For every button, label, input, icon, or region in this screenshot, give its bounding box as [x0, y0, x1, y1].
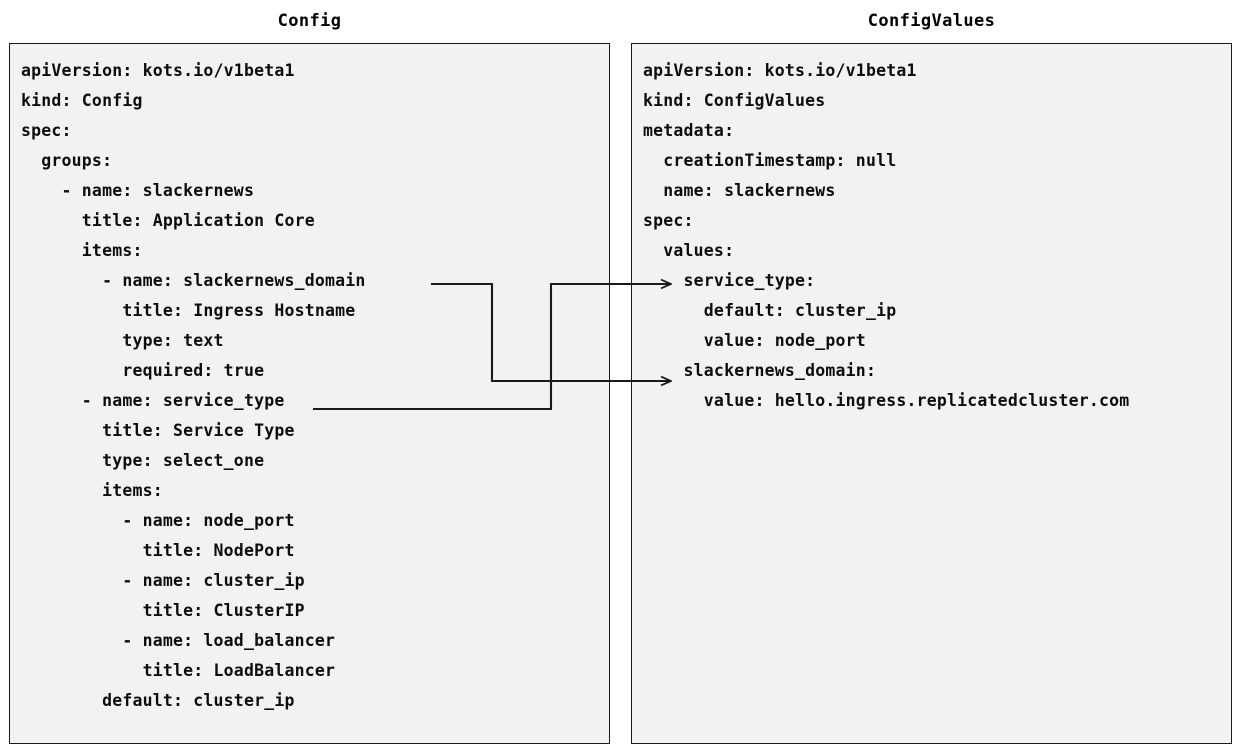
configvalues-line-4: name: slackernews — [643, 181, 836, 200]
config-line-7: - name: slackernews_domain — [21, 271, 366, 290]
config-yaml-panel: apiVersion: kots.io/v1beta1 kind: Config s… — [9, 43, 610, 744]
config-line-10: required: true — [21, 361, 265, 380]
config-line-15: - name: node_port — [21, 511, 295, 530]
config-line-16: title: NodePort — [21, 541, 295, 560]
config-line-9: type: text — [21, 331, 224, 350]
config-line-6: items: — [21, 241, 143, 260]
config-line-21: default: cluster_ip — [21, 691, 295, 710]
config-line-13: type: select_one — [21, 451, 265, 470]
configvalues-line-11: value: hello.ingress.replicatedcluster.c… — [643, 391, 1130, 410]
config-line-0: apiVersion: kots.io/v1beta1 — [21, 61, 295, 80]
config-line-2: spec: — [21, 121, 72, 140]
configvalues-line-9: value: node_port — [643, 331, 866, 350]
configvalues-line-1: kind: ConfigValues — [643, 91, 826, 110]
panel-title-configvalues: ConfigValues — [867, 11, 996, 31]
config-line-12: title: Service Type — [21, 421, 295, 440]
configvalues-line-5: spec: — [643, 211, 694, 230]
config-line-20: title: LoadBalancer — [21, 661, 336, 680]
configvalues-line-0: apiVersion: kots.io/v1beta1 — [643, 61, 917, 80]
configvalues-line-7: service_type: — [643, 271, 816, 290]
configvalues-line-8: default: cluster_ip — [643, 301, 897, 320]
config-line-17: - name: cluster_ip — [21, 571, 305, 590]
configvalues-line-10: slackernews_domain: — [643, 361, 877, 380]
config-line-18: title: ClusterIP — [21, 601, 305, 620]
configvalues-yaml-code: apiVersion: kots.io/v1beta1 kind: ConfigV… — [643, 56, 1231, 416]
config-yaml-code: apiVersion: kots.io/v1beta1 kind: Config s… — [21, 56, 609, 716]
configvalues-line-3: creationTimestamp: null — [643, 151, 897, 170]
config-line-5: title: Application Core — [21, 211, 315, 230]
config-line-8: title: Ingress Hostname — [21, 301, 356, 320]
config-line-14: items: — [21, 481, 163, 500]
configvalues-line-6: values: — [643, 241, 735, 260]
config-line-11: - name: service_type — [21, 391, 285, 410]
panel-title-config: Config — [277, 11, 342, 31]
config-line-3: groups: — [21, 151, 113, 170]
configvalues-line-2: metadata: — [643, 121, 735, 140]
config-line-1: kind: Config — [21, 91, 143, 110]
config-line-4: - name: slackernews — [21, 181, 255, 200]
config-line-19: - name: load_balancer — [21, 631, 336, 650]
configvalues-yaml-panel: apiVersion: kots.io/v1beta1 kind: ConfigV… — [631, 43, 1232, 744]
